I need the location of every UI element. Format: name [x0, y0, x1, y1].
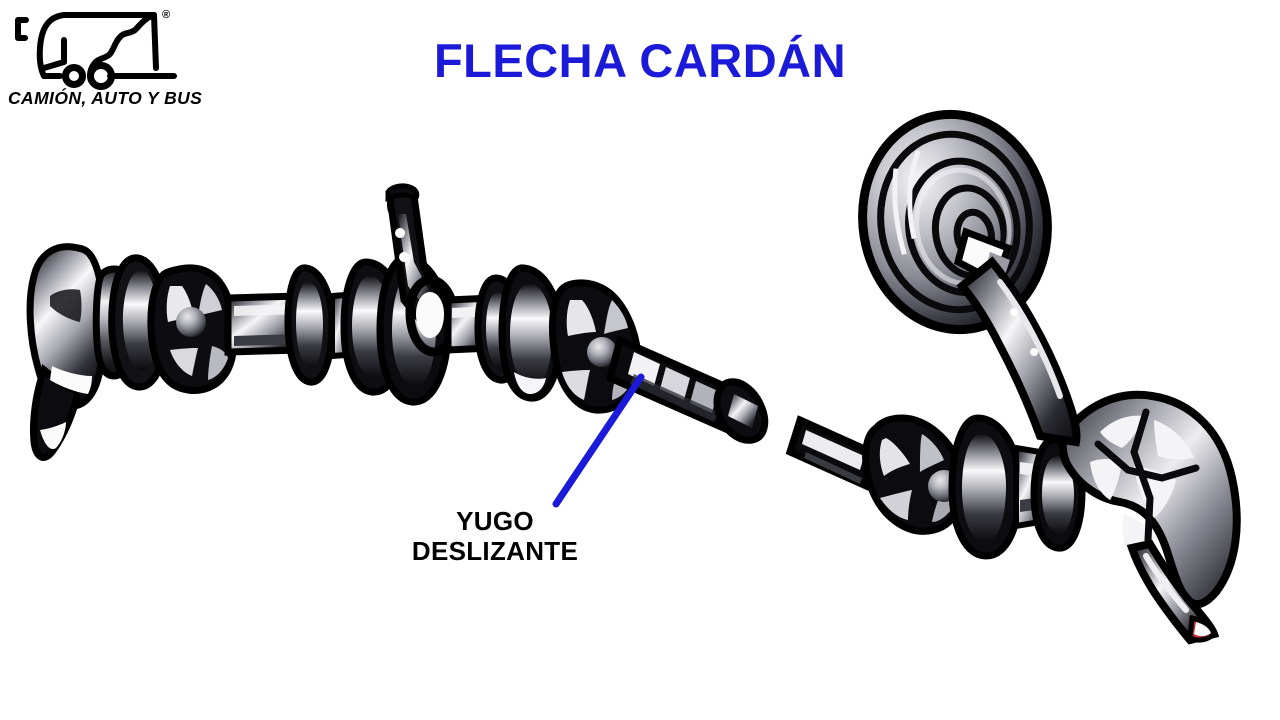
front-universal-joint: [92, 254, 238, 394]
dust-shield-rings: [474, 264, 564, 402]
slip-yoke: [605, 335, 881, 491]
pinion-flange: [948, 414, 1086, 560]
callout-label: YUGO DESLIZANTE: [345, 506, 645, 566]
logo-wheel-front: [62, 64, 86, 88]
center-support-bearing: [284, 183, 496, 406]
front-driveshaft-tube: [224, 292, 306, 356]
rear-universal-joint: [862, 414, 967, 535]
ujoint-cross-ball: [176, 307, 206, 337]
companion-flange: [26, 243, 107, 461]
logo-wheel-rear: [87, 62, 115, 90]
callout-label-line1: YUGO: [456, 506, 534, 536]
differential-housing: [1058, 390, 1241, 645]
brand-logo-text: CAMIÓN, AUTO Y BUS: [8, 88, 203, 108]
callout-label-line2: DESLIZANTE: [411, 536, 579, 567]
brand-logo: ® CAMIÓN, AUTO Y BUS: [4, 4, 204, 116]
page-title: FLECHA CARDÁN: [433, 34, 847, 87]
brake-drum: [858, 109, 1081, 447]
rear-ujoint-cross-ball: [587, 337, 617, 367]
callout-leader-line: [552, 373, 645, 508]
bus-outline-icon: [15, 12, 177, 90]
registered-trademark-icon: ®: [162, 9, 171, 21]
